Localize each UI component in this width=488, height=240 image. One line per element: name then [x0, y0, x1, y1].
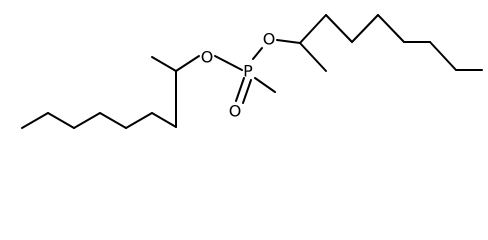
bond-c1-c2-left — [21, 112, 49, 129]
bond-c5-c6-left — [125, 112, 153, 129]
bond-c3-c4-right — [325, 14, 353, 43]
bond-c5-c6-right — [377, 14, 405, 43]
bond-c3-c4-left — [73, 112, 101, 129]
phosphorus-label: P — [243, 62, 253, 81]
bond-phosphorus-oxygen-double-b — [242, 79, 252, 104]
bond-ch-methyl-left — [151, 56, 177, 72]
bond-phosphorus-methyl — [254, 77, 276, 93]
bond-oxygen-right-ch — [276, 39, 301, 44]
bond-oxygen-left-phosphorus — [214, 55, 243, 71]
bond-ch-methyl-right — [299, 42, 327, 72]
bond-c7-c8-right — [429, 41, 457, 71]
bond-c4-c5-right — [351, 14, 379, 43]
bond-phosphorus-oxygen-right — [252, 47, 263, 60]
canvas-background — [0, 0, 488, 136]
bond-group — [21, 14, 483, 129]
bond-ch-oxygen-left — [175, 55, 200, 72]
oxygen-left-label: O — [201, 48, 214, 67]
bond-c4-c5-left — [99, 112, 127, 129]
oxygen-right-label: O — [263, 30, 276, 49]
bond-phosphorus-oxygen-double-a — [235, 77, 245, 102]
bond-c2-c3-left — [47, 112, 75, 129]
oxygen-double-label: O — [229, 102, 242, 121]
skeletal-structure-diagram: O P O O — [0, 0, 488, 136]
bond-c6-c7-left — [151, 112, 177, 128]
bond-ch-c3-right — [299, 14, 327, 44]
atom-label-group: O P O O — [201, 30, 276, 121]
